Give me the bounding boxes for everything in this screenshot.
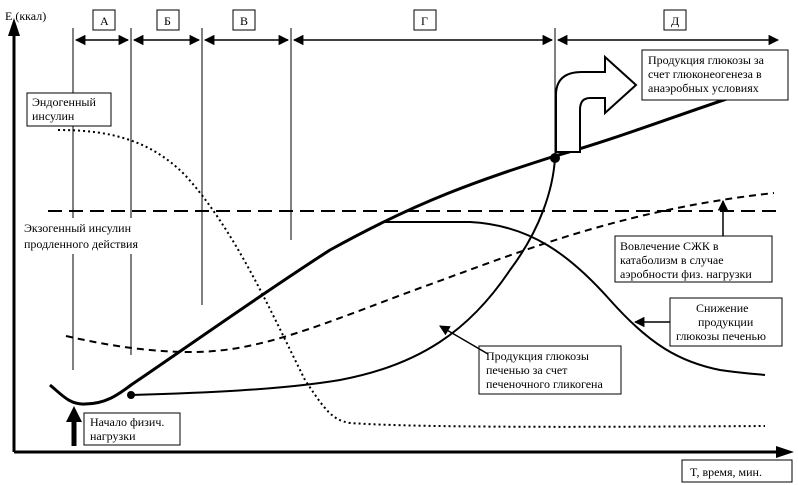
x-axis-label-box [681,459,793,483]
annotations: Эндогенный инсулин Экзогенный инсулин пр… [18,49,789,446]
x-axis-label: T, время, мин. [690,465,762,479]
liver-glycogen-curve [130,157,556,396]
start-arrow-icon [66,406,82,422]
glycogen-line-3: печеночного гликогена [486,377,603,391]
endogenous-insulin-box [26,92,112,127]
phase-labels: А Б В Г Д [92,9,687,31]
ffa-curve [65,192,775,354]
gluconeogenesis-line-1: Продукция глюкозы за [648,53,765,67]
main-energy-curve [49,81,776,406]
glycogen-box [478,345,622,395]
exogenous-insulin-box [18,218,174,254]
phase-box-b [156,9,180,31]
start-line-2: нагрузки [90,429,136,443]
phase-box-d [663,9,687,31]
phase-box-a [92,9,116,31]
gluconeogenesis-arrow-icon [555,54,638,153]
gluconeogenesis-line-3: анаэробных условиях [648,81,759,95]
glycogen-line-1: Продукция глюкозы [486,349,589,363]
start-line-1: Начало физич. [90,415,164,429]
y-axis-label: E (ккал) [5,9,46,23]
phase-dividers [72,28,556,370]
liver-decrease-line-1: Снижение [696,301,748,315]
axes: E (ккал) T, время, мин. [5,9,794,483]
point-glycogen-start [127,391,135,399]
liver-decrease-box [669,297,783,347]
phase-box-v [232,9,256,31]
ffa-line-3: аэробности физ. нагрузки [620,267,752,281]
phase-label-d: Д [671,14,679,28]
phase-label-a: А [100,14,109,28]
phase-box-g [413,9,437,31]
curves [48,81,778,428]
liver-decrease-line-2: продукции [698,315,754,329]
liver-decrease-line-3: глюкозы печенью [676,329,766,343]
pointer-arrows [439,199,729,355]
exogenous-insulin-line-2: продленного действия [24,237,138,251]
endogenous-insulin-line-1: Эндогенный [32,95,96,109]
glycogen-pointer [439,325,489,355]
x-axis-arrowhead [776,446,794,458]
ffa-box [614,235,773,283]
gluconeogenesis-line-2: счет глюконеогенеза в [648,67,762,81]
exogenous-insulin-line-1: Экзогенный инсулин [24,221,132,235]
endogenous-insulin-curve [57,129,766,428]
start-box [83,412,181,446]
ffa-line-1: Вовлечение СЖК в [620,239,719,253]
phase-label-g: Г [421,14,428,28]
liver-decrease-curve [384,221,766,376]
phase-label-v: В [240,14,248,28]
phase-label-b: Б [164,14,171,28]
y-axis-arrowhead [8,18,20,36]
endogenous-insulin-line-2: инсулин [32,109,75,123]
gluconeogenesis-box [641,49,789,101]
glycogen-line-2: печенью за счет [486,363,568,377]
point-gluconeogenesis [550,153,560,163]
ffa-line-2: катаболизм в случае [620,253,724,267]
